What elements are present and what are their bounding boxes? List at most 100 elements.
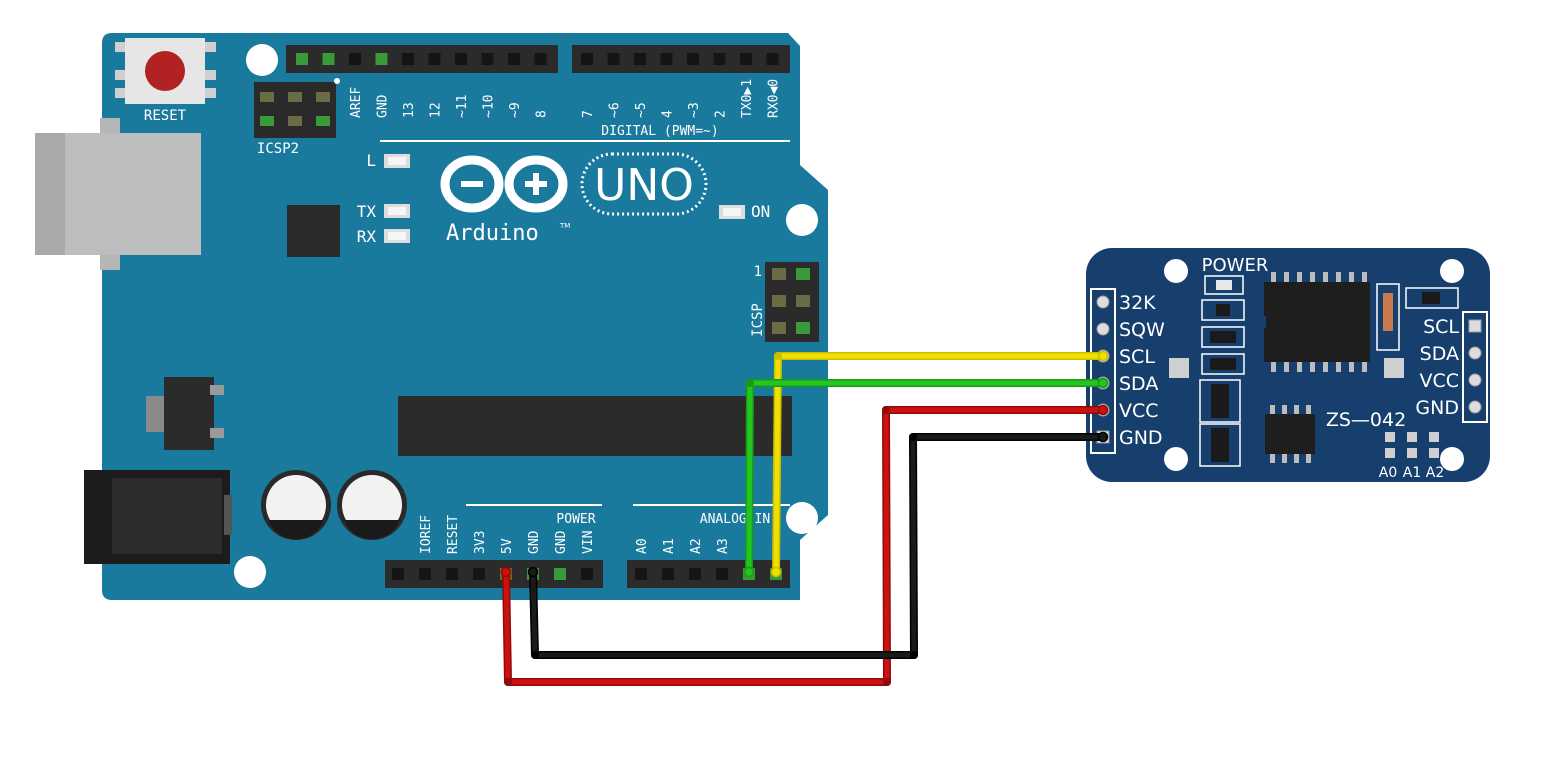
wire-bend-point: [910, 651, 918, 659]
address-label-a0: A0: [1379, 465, 1397, 481]
rtc-pin-pad[interactable]: [1468, 319, 1482, 333]
analog-header: [627, 560, 790, 588]
digital-header-hole[interactable]: [455, 53, 467, 65]
rtc-pin-label-32k: 32K: [1119, 292, 1156, 314]
power-jack: [84, 470, 232, 564]
chip-leg: [1349, 362, 1354, 372]
digital-header-hole[interactable]: [607, 53, 620, 65]
rtc-pin-pad[interactable]: [1096, 295, 1110, 309]
wire-bend-point: [504, 678, 512, 686]
digital-pin-label-12: 12: [429, 102, 444, 118]
digital-header-hole[interactable]: [766, 53, 779, 65]
digital-header-hole[interactable]: [660, 53, 673, 65]
wire-endpoint: [1097, 431, 1109, 443]
digital-header-hole[interactable]: [581, 53, 593, 65]
digital-header-hole[interactable]: [322, 53, 335, 65]
digital-pin-label-13: 13: [402, 102, 417, 118]
digital-header-hole[interactable]: [375, 53, 388, 65]
address-pads: [1385, 432, 1439, 458]
rtc-pin-pad[interactable]: [1096, 322, 1110, 336]
capacitor: [261, 470, 331, 540]
wire-bend-point: [883, 678, 891, 686]
rtc-pin-pad[interactable]: [1468, 373, 1482, 387]
digital-header-hole[interactable]: [634, 53, 646, 65]
analog-header-hole[interactable]: [635, 568, 647, 580]
power-header-hole[interactable]: [446, 568, 458, 580]
digital-header-hole[interactable]: [402, 53, 414, 65]
power-header-hole[interactable]: [392, 568, 404, 580]
reset-label: RESET: [144, 108, 187, 124]
digital-pin-label-gnd: GND: [376, 94, 391, 118]
wire-endpoint: [770, 566, 782, 578]
chip-leg: [1323, 272, 1328, 282]
chip-leg: [1306, 405, 1311, 414]
analog-header-hole[interactable]: [716, 568, 728, 580]
digital-header-hole[interactable]: [349, 53, 361, 65]
mounting-hole: [1440, 259, 1464, 283]
reset-button[interactable]: [115, 38, 216, 104]
analog-pin-label-a3: A3: [716, 538, 731, 554]
usb-controller-chip: [287, 205, 340, 257]
diode: [1376, 283, 1400, 351]
rtc-chip: [1260, 282, 1370, 362]
icsp-label: ICSP: [750, 303, 766, 337]
icsp-pin1-label: 1: [754, 264, 762, 280]
smd-resistor: [1201, 353, 1245, 375]
rtc-pin-pad[interactable]: [1468, 346, 1482, 360]
chip-leg: [1270, 454, 1275, 463]
digital-pin-label-7: 7: [581, 110, 596, 118]
digital-header-hole[interactable]: [534, 53, 547, 65]
icsp-header: [765, 262, 819, 342]
led-tx-label: TX: [357, 202, 377, 221]
pin-marker-dot: [334, 78, 340, 84]
rtc-pin-label-gnd: GND: [1119, 427, 1163, 449]
chip-leg: [1336, 362, 1341, 372]
wire-endpoint: [1097, 350, 1109, 362]
led-rx-label: RX: [357, 227, 377, 246]
power-header-hole[interactable]: [473, 568, 485, 580]
digital-header-hole[interactable]: [713, 53, 726, 65]
rtc-pin-pad[interactable]: [1468, 400, 1482, 414]
digital-pin-label-3: ~3: [687, 102, 702, 118]
power-header-hole[interactable]: [419, 568, 431, 580]
analog-header-hole[interactable]: [662, 568, 674, 580]
smd-transistor: [1405, 287, 1459, 309]
arduino-brand-text: Arduino: [446, 221, 539, 246]
uno-model-text: UNO: [594, 160, 694, 211]
chip-leg: [1282, 454, 1287, 463]
smd-resistor: [1201, 299, 1245, 321]
analog-pin-label-a2: A2: [689, 538, 704, 554]
wire-endpoint: [527, 566, 539, 578]
digital-header-hole[interactable]: [296, 53, 308, 65]
wire-bend-point: [531, 651, 539, 659]
digital-pin-label-9: ~9: [508, 102, 523, 118]
atmega-microcontroller: [398, 396, 792, 456]
digital-header-hole[interactable]: [687, 53, 699, 65]
digital-pin-label-6: ~6: [608, 102, 623, 118]
power-header-hole[interactable]: [581, 568, 593, 580]
digital-pin-label-rx0-0: RX0◀0: [767, 79, 782, 118]
smd-resistor-array: [1199, 379, 1241, 423]
digital-header-hole[interactable]: [428, 53, 441, 65]
led-l-label: L: [366, 151, 376, 170]
power-pin-label-ioref: IOREF: [419, 515, 434, 554]
digital-header-hole[interactable]: [740, 53, 752, 65]
analog-header-hole[interactable]: [689, 568, 701, 580]
mounting-hole: [1164, 259, 1188, 283]
chip-leg: [1294, 454, 1299, 463]
power-header-hole[interactable]: [554, 568, 566, 580]
rtc-right-pin-label-scl: SCL: [1423, 316, 1459, 338]
right-pin-header: [1462, 311, 1488, 423]
digital-header-hole[interactable]: [481, 53, 494, 65]
wire-endpoint: [1097, 377, 1109, 389]
power-led: [1216, 280, 1232, 290]
chip-leg: [1306, 454, 1311, 463]
chip-leg: [1270, 405, 1275, 414]
chip-leg: [1294, 405, 1299, 414]
wire-endpoint: [1097, 404, 1109, 416]
digital-header-hole[interactable]: [508, 53, 520, 65]
wire-bend-point: [882, 406, 890, 414]
wire-bend-point: [746, 379, 754, 387]
chip-leg: [1284, 272, 1289, 282]
